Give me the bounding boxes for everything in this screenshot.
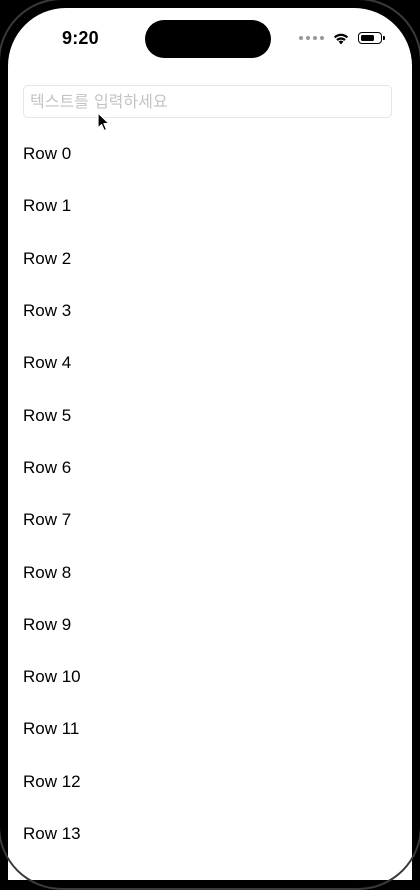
status-icons bbox=[299, 30, 385, 46]
wifi-icon bbox=[333, 33, 349, 44]
list-row[interactable]: Row 6 bbox=[23, 457, 72, 477]
list-row[interactable]: Row 4 bbox=[23, 353, 72, 373]
list-row[interactable]: Row 9 bbox=[23, 614, 72, 634]
list-row[interactable]: Row 5 bbox=[23, 405, 72, 425]
app-screen: 9:20 Row 0 Row 1 Row 2 Row 3 Row 4 Row 5 Row 6… bbox=[8, 8, 412, 880]
list-row[interactable]: Row 8 bbox=[23, 562, 72, 582]
battery-level-fill bbox=[360, 34, 374, 41]
row-list[interactable]: Row 0 Row 1 Row 2 Row 3 Row 4 Row 5 Row 6 Row 7… bbox=[8, 128, 412, 860]
list-row[interactable]: Row 1 bbox=[23, 196, 72, 216]
signal-dots-icon bbox=[299, 36, 324, 40]
battery-icon bbox=[358, 32, 385, 44]
list-row[interactable]: Row 12 bbox=[23, 771, 81, 791]
list-row[interactable]: Row 3 bbox=[23, 301, 72, 321]
status-bar: 9:20 bbox=[8, 8, 412, 70]
list-row[interactable]: Row 0 bbox=[23, 144, 72, 164]
text-input-field[interactable] bbox=[23, 85, 392, 118]
dynamic-island bbox=[145, 20, 271, 58]
list-row[interactable]: Row 11 bbox=[23, 719, 80, 739]
list-row[interactable]: Row 10 bbox=[23, 667, 81, 687]
status-time: 9:20 bbox=[62, 28, 99, 48]
list-row[interactable]: Row 13 bbox=[23, 824, 81, 843]
list-row[interactable]: Row 2 bbox=[23, 248, 72, 268]
list-row[interactable]: Row 7 bbox=[23, 510, 72, 530]
